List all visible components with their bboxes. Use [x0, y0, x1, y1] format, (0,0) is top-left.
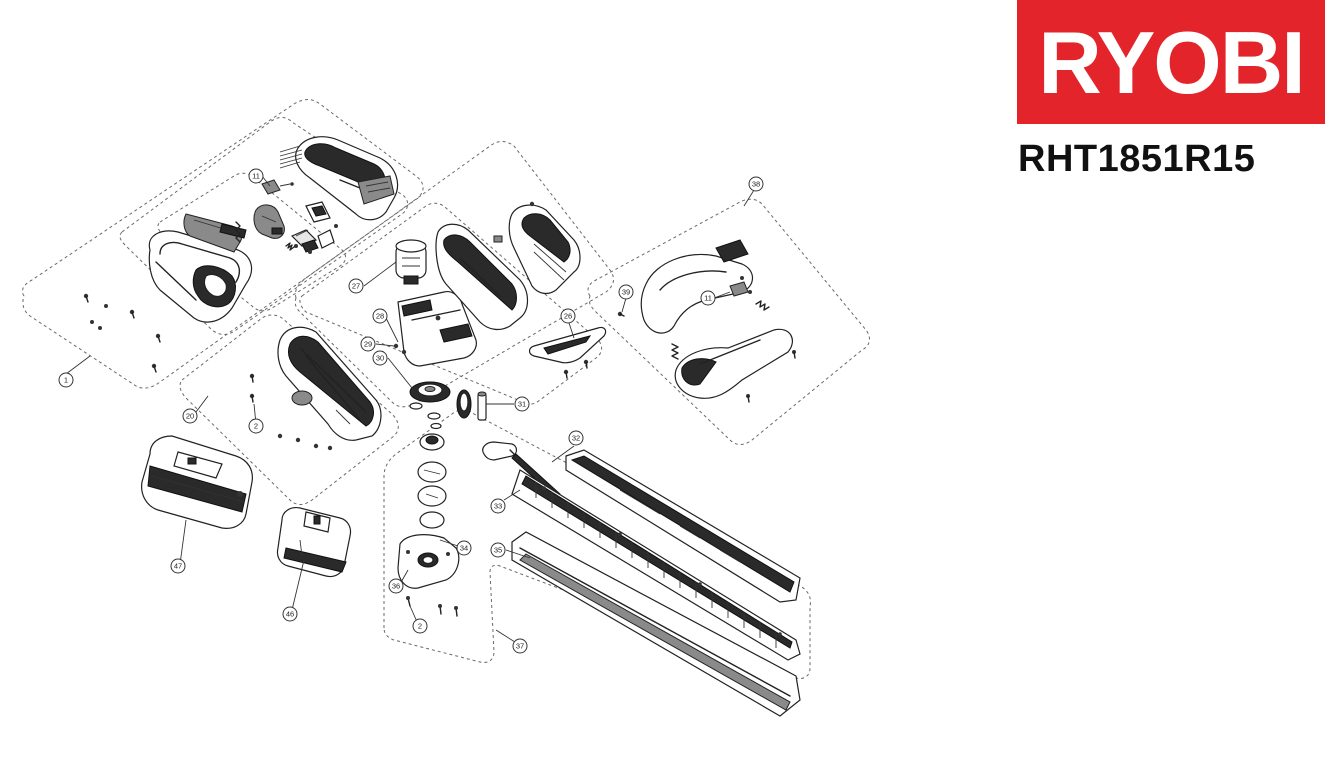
svg-text:36: 36: [392, 582, 400, 591]
group-outline-handle-assembly: [21, 99, 424, 389]
callout-2b: 2: [412, 618, 428, 634]
blade-cover-32: [565, 449, 801, 603]
front-handle-upper: [640, 239, 754, 334]
callout-29: 29: [360, 336, 376, 352]
callout-27: 27: [348, 278, 364, 294]
svg-text:11: 11: [252, 172, 260, 181]
callout-39: 39: [618, 284, 634, 300]
washer-stack: [409, 402, 442, 430]
callout-2a: 2: [248, 418, 264, 434]
svg-text:30: 30: [376, 354, 384, 363]
callout-33: 33: [490, 498, 506, 514]
cutting-blade: [511, 469, 801, 661]
group-outline-upper-shell: [294, 141, 614, 408]
svg-text:11: 11: [704, 294, 712, 303]
svg-text:20: 20: [186, 412, 194, 421]
front-handle-lower: [674, 328, 793, 399]
gearbox-cover-plate: [397, 534, 460, 589]
lock-button: [317, 224, 338, 249]
group-outline-upper-shell-inner: [299, 202, 603, 405]
svg-text:46: 46: [286, 610, 294, 619]
callout-28: 28: [372, 308, 388, 324]
gearbox-housing: [397, 291, 477, 367]
group-outline-handle-inner: [119, 117, 409, 335]
leader-lines: [65, 175, 755, 645]
svg-text:27: 27: [352, 282, 360, 291]
terminal-block: [290, 229, 319, 254]
svg-text:31: 31: [518, 400, 526, 409]
model-number: RHT1851R15: [1018, 138, 1256, 180]
blade-guard-35: [511, 531, 801, 717]
callout-32: 32: [568, 430, 584, 446]
cover-screws: [406, 596, 458, 617]
shaft-31: [477, 391, 487, 421]
svg-text:2: 2: [254, 422, 258, 431]
svg-text:37: 37: [516, 642, 524, 651]
battery-contact-plate: [305, 201, 331, 223]
group-outline-motor-housing: [179, 314, 399, 505]
svg-text:33: 33: [494, 502, 502, 511]
battery-charger: [141, 435, 253, 529]
svg-text:38: 38: [752, 180, 760, 189]
ryobi-logo: RYOBI: [1017, 0, 1325, 124]
callout-47: 47: [170, 558, 186, 574]
upper-shell-housing: [435, 223, 529, 331]
svg-text:29: 29: [364, 340, 372, 349]
svg-text:34: 34: [460, 544, 468, 553]
svg-text:39: 39: [622, 288, 630, 297]
small-connector: [261, 179, 294, 195]
eccentric-cam: [456, 389, 472, 419]
svg-text:26: 26: [564, 312, 572, 321]
logo-text: RYOBI: [1038, 13, 1305, 112]
callout-11b: 11: [700, 290, 716, 306]
motor: [395, 239, 427, 285]
callout-38: 38: [748, 176, 764, 192]
group-outline-gearbox-blade: [383, 409, 811, 679]
front-handle-spring: [671, 300, 770, 360]
svg-text:47: 47: [174, 562, 182, 571]
rear-handle-right-half: [295, 136, 399, 221]
motor-housing-half: [277, 326, 382, 441]
callout-20: 20: [182, 408, 198, 424]
svg-text:35: 35: [494, 546, 502, 555]
blade-drive-washers: [417, 461, 447, 529]
callout-26: 26: [560, 308, 576, 324]
callout-34: 34: [456, 540, 472, 556]
handle-screws: [83, 293, 161, 373]
drive-gear: [409, 381, 451, 403]
motor-housing-screws: [249, 373, 333, 451]
svg-text:1: 1: [64, 376, 68, 385]
cam-plate: [419, 433, 445, 451]
rear-handle-left-half: [148, 230, 253, 323]
svg-text:32: 32: [572, 434, 580, 443]
callout-11a: 11: [248, 168, 264, 184]
small-screws-29: [393, 343, 407, 355]
svg-text:28: 28: [376, 312, 384, 321]
vent-grille: [279, 145, 303, 169]
callout-46: 46: [282, 606, 298, 622]
group-outline-switch-assembly: [157, 172, 347, 312]
callout-37: 37: [512, 638, 528, 654]
callout-30: 30: [372, 350, 388, 366]
battery-pack: [276, 507, 352, 578]
group-outline-front-handle: [587, 198, 870, 445]
shell-guard-26: [528, 326, 607, 379]
front-handle-screws: [617, 311, 796, 403]
front-handle-latch: [729, 276, 752, 297]
callout-35: 35: [490, 542, 506, 558]
callout-1: 1: [58, 372, 74, 388]
spring-part: [235, 221, 295, 251]
svg-text:2: 2: [418, 622, 422, 631]
upper-shell-cover: [508, 201, 581, 295]
callout-31: 31: [514, 396, 530, 412]
callout-36: 36: [388, 578, 404, 594]
switch-module: [253, 204, 285, 239]
